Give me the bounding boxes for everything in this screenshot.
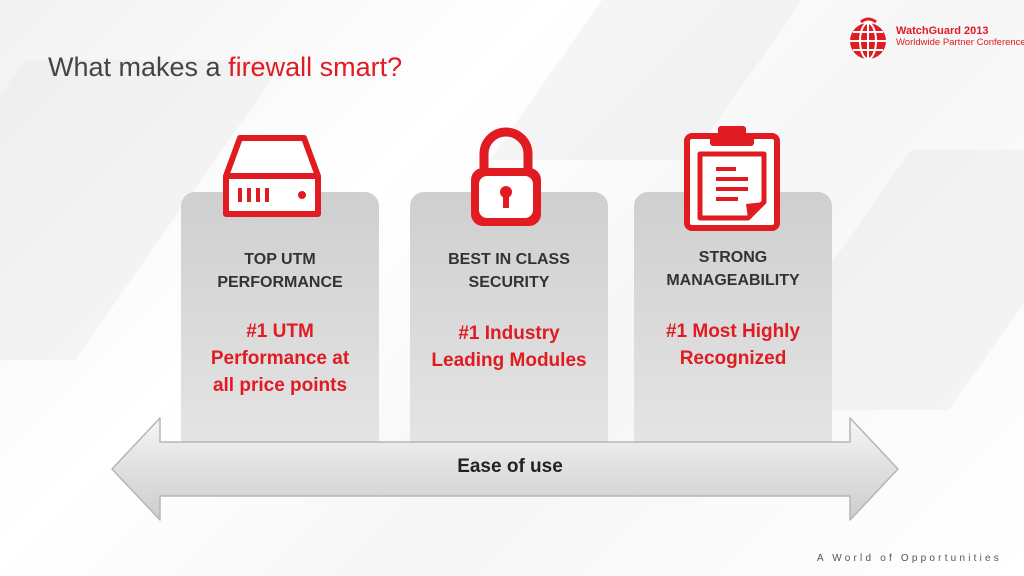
heading-line: TOP UTM: [244, 251, 316, 268]
server-appliance-icon: [222, 132, 322, 225]
padlock-icon: [466, 126, 546, 235]
card-heading: STRONG MANAGEABILITY: [634, 246, 832, 292]
heading-line: MANAGEABILITY: [666, 272, 800, 289]
logo-subtitle: Worldwide Partner Conference: [896, 37, 1024, 48]
highlight-line: #1 Most Highly: [665, 321, 801, 342]
highlight-line: #1 UTM: [246, 321, 314, 342]
card-highlight: #1 Industry Leading Modules: [410, 320, 608, 374]
title-highlight: firewall smart?: [228, 52, 403, 82]
heading-line: SECURITY: [468, 274, 550, 291]
highlight-line: Leading Modules: [431, 350, 587, 371]
highlight-line: Performance at: [210, 348, 350, 369]
highlight-line: #1 Industry: [458, 323, 560, 344]
footer-tagline: A World of Opportunities: [816, 553, 1002, 564]
card-highlight: #1 UTM Performance at all price points: [181, 318, 379, 399]
card-utm-performance: TOP UTM PERFORMANCE #1 UTM Performance a…: [181, 192, 379, 442]
highlight-line: Recognized: [679, 348, 787, 369]
card-heading: TOP UTM PERFORMANCE: [181, 248, 379, 294]
heading-line: BEST IN CLASS: [448, 251, 570, 268]
globe-icon: [850, 17, 886, 60]
card-highlight: #1 Most Highly Recognized: [634, 318, 832, 372]
slide-title: What makes a firewall smart?: [48, 52, 402, 83]
card-manageability: STRONG MANAGEABILITY #1 Most Highly Reco…: [634, 192, 832, 442]
watchguard-logo: WatchGuard 2013 Worldwide Partner Confer…: [846, 16, 1024, 66]
double-arrow-icon: [111, 417, 899, 521]
heading-line: STRONG: [698, 249, 768, 266]
title-prefix: What makes a: [48, 52, 229, 82]
logo-title: WatchGuard 2013: [896, 25, 989, 37]
clipboard-icon: [682, 124, 782, 237]
card-heading: BEST IN CLASS SECURITY: [410, 248, 608, 294]
ease-of-use-label: Ease of use: [457, 456, 563, 477]
highlight-line: all price points: [212, 375, 348, 396]
card-security: BEST IN CLASS SECURITY #1 Industry Leadi…: [410, 192, 608, 442]
heading-line: PERFORMANCE: [217, 274, 343, 291]
